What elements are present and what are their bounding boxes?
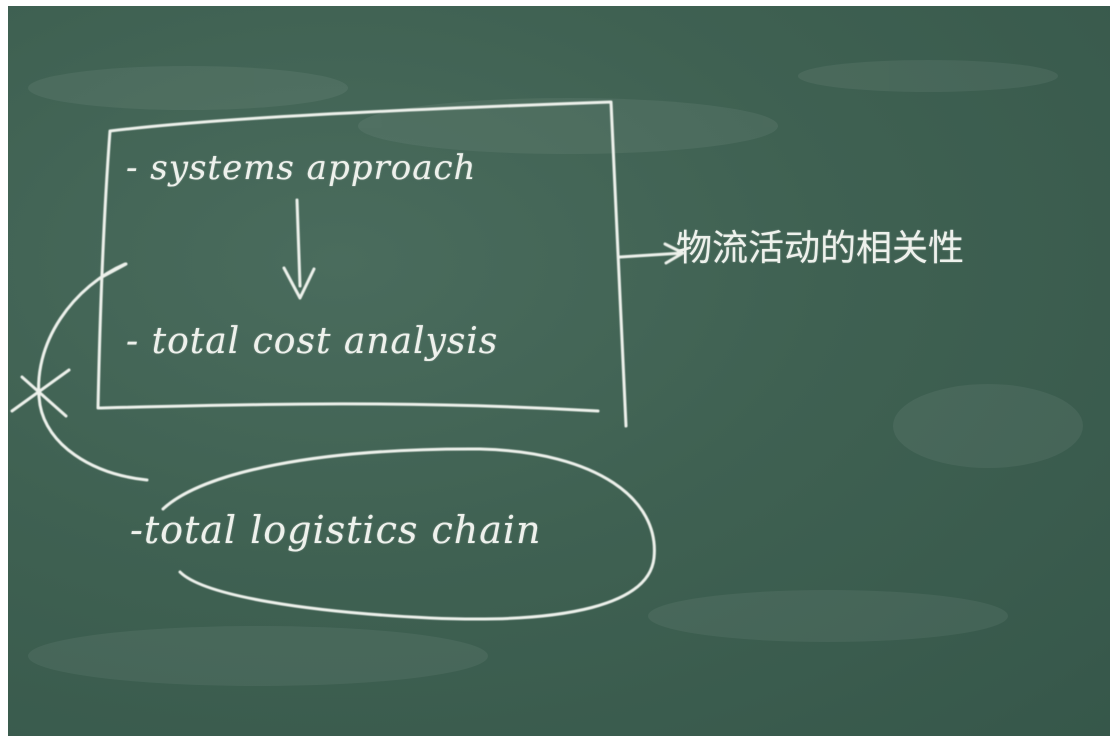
cross-mark-icon — [10, 368, 71, 418]
concept-box — [96, 100, 628, 428]
board-line-total-logistics-chain: -total logistics chain — [130, 508, 542, 552]
logistics-ellipse — [161, 447, 656, 621]
board-line-total-cost-analysis: - total cost analysis — [126, 321, 499, 362]
chalkboard: - systems approach - total cost analysis… — [8, 6, 1110, 736]
chalk-dust — [28, 60, 1083, 686]
loop-arrow-icon — [37, 262, 149, 482]
chalk-drawing — [10, 60, 1083, 686]
right-arrow-icon — [618, 242, 685, 265]
board-line-systems-approach: - systems approach — [126, 148, 477, 188]
board-side-note: 物流活动的相关性 — [676, 228, 965, 269]
down-arrow-icon — [282, 198, 316, 300]
